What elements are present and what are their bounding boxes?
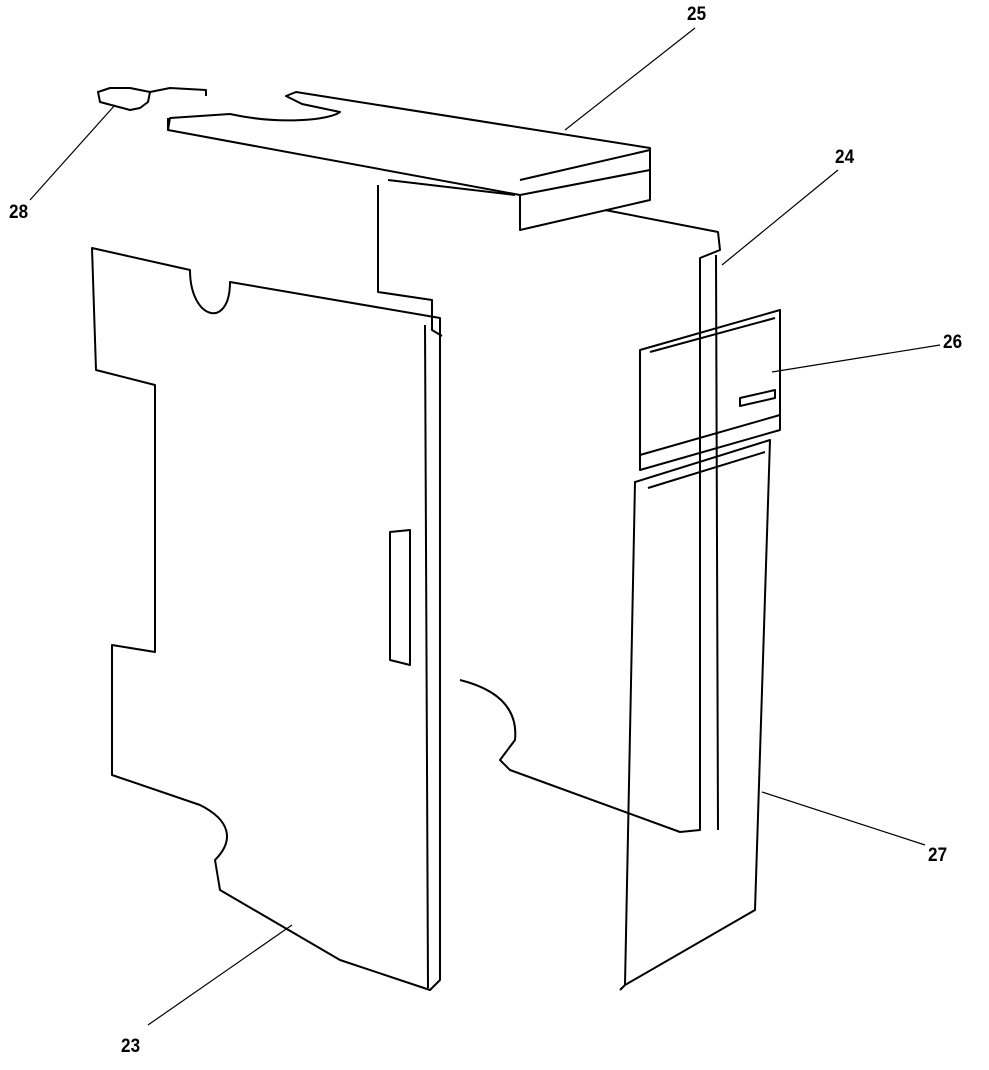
label-25: 25 <box>687 4 707 25</box>
part-26-small-panel <box>639 309 781 471</box>
part-27-front-panel <box>619 439 771 991</box>
leader-lines <box>29 27 941 1026</box>
label-24: 24 <box>835 147 855 168</box>
label-28: 28 <box>9 202 29 223</box>
part-23-side-panel <box>91 247 441 991</box>
part-24-back-panel <box>377 179 721 833</box>
label-23: 23 <box>121 1036 141 1057</box>
label-27: 27 <box>928 845 948 866</box>
label-26: 26 <box>943 332 963 353</box>
part-28-clip <box>97 87 207 111</box>
part-25-top-plate <box>167 91 651 231</box>
